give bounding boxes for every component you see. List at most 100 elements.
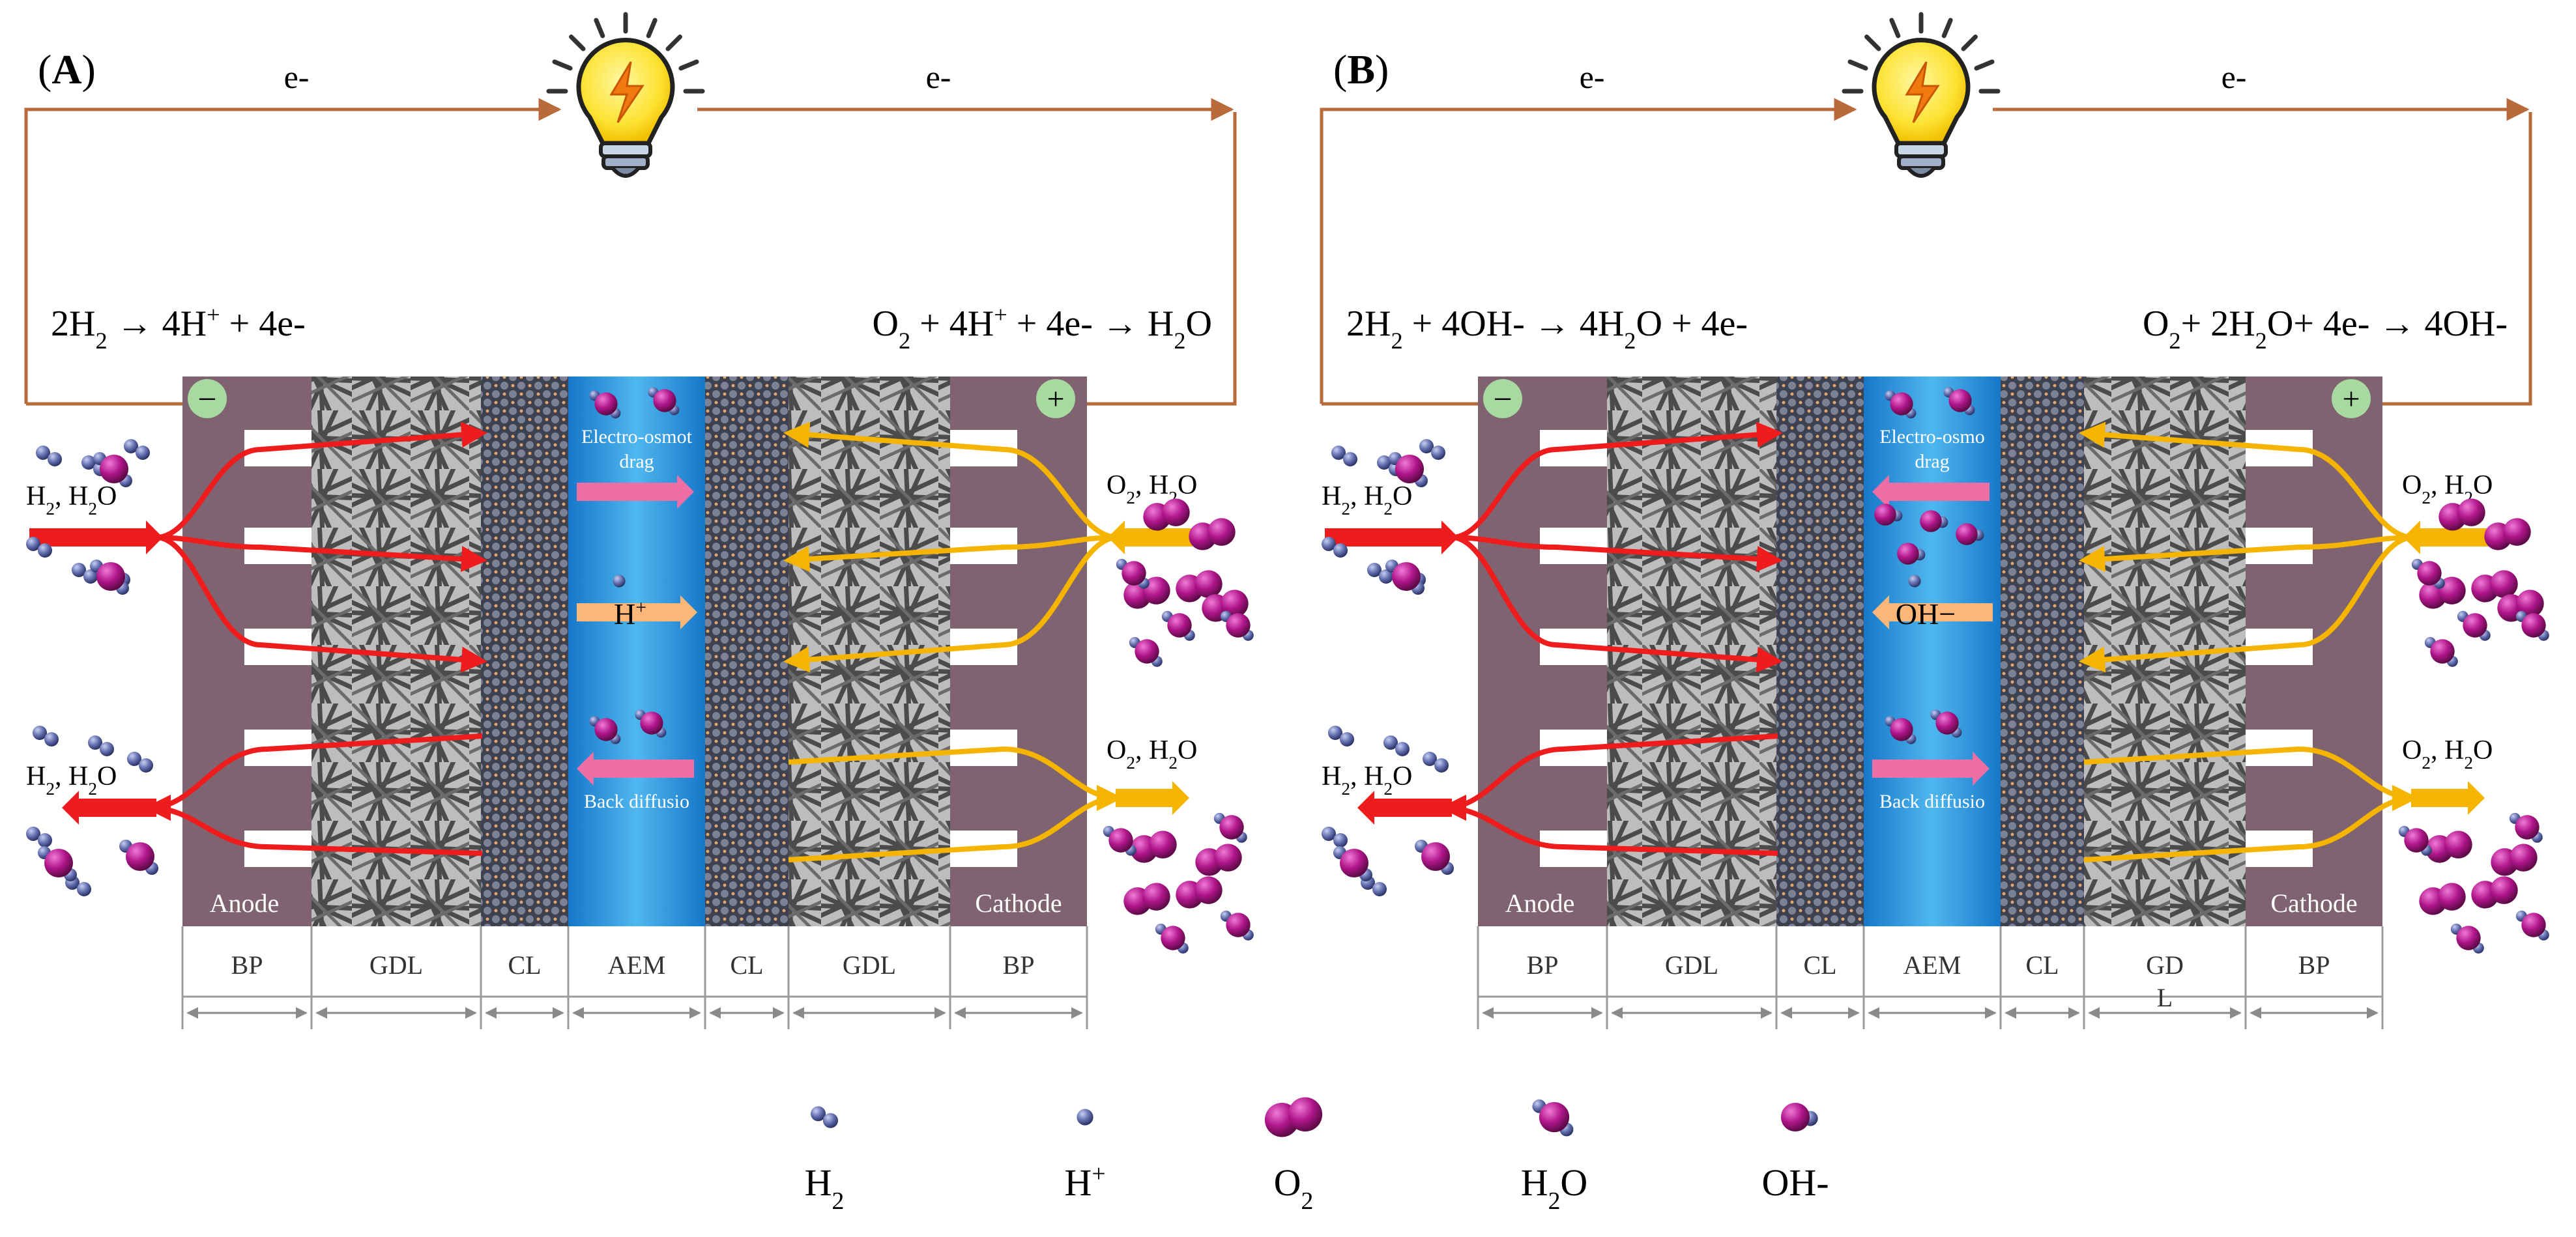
h2-molecule: [1423, 752, 1449, 773]
anode-terminal-badge: −: [1483, 379, 1522, 418]
legend-item-h2o: H2O: [1521, 1099, 1588, 1215]
anode-terminal-badge: −: [188, 379, 227, 418]
h2o-molecule: [1220, 910, 1254, 941]
cathode-catalyst-layer: [705, 377, 789, 926]
electro-osmotic-drag-arrow: [1872, 475, 1990, 509]
o2-molecule: [1123, 576, 1170, 609]
anode-flow-paths: [1440, 421, 1783, 856]
anode-catalyst-layer: [481, 377, 568, 926]
h2o-molecule: [2509, 812, 2543, 843]
cathode-flow-paths: [783, 421, 1123, 862]
circuit-wire-left: [24, 98, 562, 404]
electro-osmotic-label: Electro-osmo: [1879, 426, 1985, 448]
o2-molecule: [2425, 831, 2472, 863]
oh-molecule: [1780, 1102, 1818, 1132]
h2-molecule: [88, 735, 114, 756]
cathode-outlet-arrow: [2411, 781, 2485, 815]
h2o-molecule: [38, 846, 77, 881]
circuit-wire-right: [2382, 112, 2532, 406]
h2o-molecule: [1415, 840, 1454, 875]
o2-molecule: [2491, 844, 2538, 876]
o2-molecule: [1202, 590, 1249, 622]
o2-molecule: [1176, 876, 1223, 909]
cathode-plus-sign: +: [2342, 382, 2360, 416]
cathode-inflow-path: [783, 535, 1118, 573]
o2-molecule: [1176, 570, 1223, 603]
light-bulb-icon: [1842, 12, 2001, 178]
h2o-molecule: [1116, 558, 1150, 589]
h2o-molecule: [93, 452, 132, 487]
cathode-terminal-badge: +: [1036, 379, 1075, 418]
anode-outflow-path: [1440, 795, 1778, 856]
o2-molecule: [2471, 570, 2518, 603]
electron-label-right: e-: [926, 59, 951, 95]
back-diffusion-arrow: [577, 752, 694, 786]
segment-label: AEM: [1903, 950, 1961, 980]
h2o-molecule: [1532, 1099, 1574, 1137]
cathode-outlet-arrow: [1116, 781, 1189, 815]
anode-inflow-path: [156, 535, 487, 673]
anode-label: Anode: [210, 889, 280, 918]
cathode-catalyst-layer: [2001, 377, 2084, 926]
h2o-molecule: [2398, 825, 2432, 856]
o2-molecule: [2419, 883, 2466, 915]
cell-layers: [1478, 377, 2382, 926]
o2-molecule: [1143, 498, 1190, 531]
segment-label: BP: [231, 950, 263, 980]
cathode-inflow-path: [2079, 535, 2414, 573]
o2-molecule: [2471, 876, 2518, 909]
oh-molecule: [1956, 523, 1984, 545]
panel-label: (B): [1333, 46, 1389, 92]
cathode-outlet-label: O2, H2O: [1107, 735, 1197, 773]
o2-molecule: [1189, 518, 1236, 550]
segment-label: BP: [2298, 950, 2330, 980]
h2-molecule: [1322, 537, 1348, 558]
segment-label: GD: [2146, 950, 2184, 980]
legend-item-hplus: H+: [1064, 1109, 1106, 1204]
segment-label: BP: [1003, 950, 1035, 980]
h2-molecule: [26, 537, 52, 558]
oh-molecule: [1897, 543, 1926, 565]
electron-label-left: e-: [284, 59, 310, 95]
cathode-inflow-path: [2079, 421, 2414, 540]
legend-label: H2O: [1521, 1161, 1588, 1215]
cathode-plus-sign: +: [1047, 382, 1064, 416]
anode-outflow-path: [145, 795, 483, 856]
cathode-outlet-label: O2, H2O: [2402, 735, 2493, 773]
cathode-label: Cathode: [2270, 889, 2357, 918]
o2-molecule: [2439, 498, 2485, 531]
segment-label: CL: [1803, 950, 1836, 980]
circuit-wire-right: [1087, 112, 1237, 406]
anode-inlet-label: H2, H2O: [1322, 481, 1412, 519]
membrane: [568, 377, 705, 926]
anode-inflow-path: [156, 535, 487, 573]
o2-molecule: [2484, 518, 2531, 550]
h2o-molecule: [1220, 610, 1254, 641]
electron-label-left: e-: [1580, 59, 1605, 95]
oh-molecule: [1920, 510, 1948, 532]
anode-inflow-path: [1451, 421, 1783, 540]
ion-transport-arrow: [1872, 595, 1993, 629]
h2o-molecule: [1103, 825, 1136, 856]
h2-molecule: [1367, 563, 1393, 584]
h2-molecule: [811, 1106, 838, 1128]
species-clusters: [1322, 439, 2549, 954]
cathode-inlet-label: O2, H2O: [1107, 470, 1197, 507]
legend-label: H+: [1064, 1160, 1105, 1204]
electro-osmotic-label: Electro-osmot: [581, 426, 693, 448]
segment-label: BP: [1527, 950, 1559, 980]
legend-label: O2: [1274, 1161, 1314, 1215]
light-bulb-icon: [546, 12, 705, 178]
anode-flow-paths: [145, 421, 487, 856]
h2-molecule: [33, 726, 59, 746]
segment-label: GDL: [369, 950, 423, 980]
back-diffusion-label: Back diffusio: [1879, 791, 1985, 812]
h2o-molecule: [2424, 636, 2458, 667]
drag-label: drag: [1915, 451, 1949, 472]
h2o-molecule: [589, 390, 621, 419]
anode-reaction: 2H2 → 4H+ + 4e-: [51, 302, 306, 354]
h2-molecule: [1328, 726, 1354, 746]
